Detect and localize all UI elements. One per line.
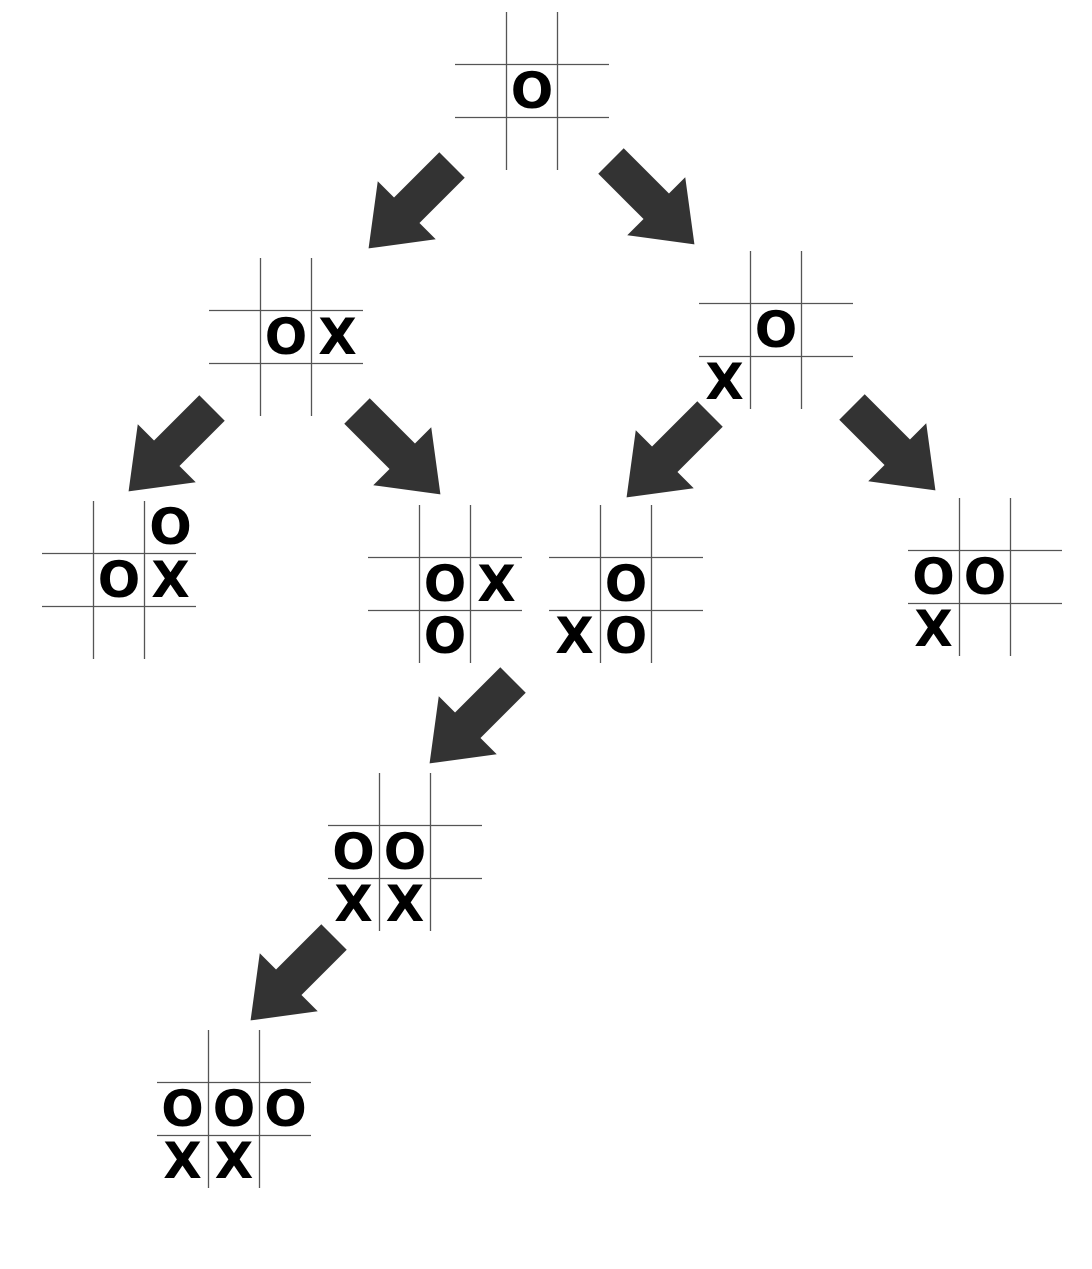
arrow-down-left-icon bbox=[250, 924, 347, 1021]
o-mark: O bbox=[383, 822, 427, 881]
arrow-shape bbox=[598, 148, 695, 245]
o-mark: O bbox=[604, 607, 648, 665]
arrow-shape bbox=[429, 667, 526, 764]
board-grid-lines bbox=[699, 251, 853, 409]
o-mark: O bbox=[212, 1079, 256, 1138]
o-mark: O bbox=[510, 61, 554, 120]
arrow-shape bbox=[128, 395, 225, 492]
board-grid-lines bbox=[157, 1030, 311, 1188]
x-mark: X bbox=[555, 607, 594, 665]
board-root: O bbox=[455, 12, 609, 170]
arrow-down-left-icon bbox=[429, 667, 526, 764]
o-mark: O bbox=[97, 550, 141, 609]
o-mark: O bbox=[912, 547, 955, 606]
arrow-down-right-icon bbox=[344, 398, 441, 495]
board-grid-lines bbox=[368, 505, 522, 663]
o-mark: O bbox=[332, 822, 375, 881]
arrow-shape bbox=[626, 401, 723, 498]
x-mark: X bbox=[914, 600, 953, 658]
o-mark: O bbox=[604, 554, 648, 613]
o-mark: O bbox=[264, 307, 308, 366]
arrow-down-right-icon bbox=[598, 148, 695, 245]
arrow-shape bbox=[839, 394, 936, 491]
x-mark: X bbox=[705, 353, 744, 411]
board-grid-lines bbox=[328, 773, 482, 931]
x-mark: X bbox=[477, 554, 516, 613]
board-grid-lines bbox=[549, 505, 703, 663]
o-mark: O bbox=[963, 547, 1007, 606]
o-mark: O bbox=[161, 1079, 204, 1138]
x-mark: X bbox=[151, 550, 190, 609]
arrow-down-left-icon bbox=[368, 152, 465, 249]
arrow-shape bbox=[344, 398, 441, 495]
board-grid-lines bbox=[455, 12, 609, 170]
board-grid-lines bbox=[908, 498, 1062, 656]
board-grid-lines bbox=[209, 258, 363, 416]
o-mark: O bbox=[754, 300, 798, 359]
arrow-shape bbox=[250, 924, 347, 1021]
o-mark: O bbox=[264, 1079, 307, 1138]
x-mark: X bbox=[318, 307, 357, 366]
arrow-down-left-icon bbox=[128, 395, 225, 492]
x-mark: X bbox=[334, 875, 373, 933]
board-grid-lines bbox=[42, 501, 196, 659]
x-mark: X bbox=[385, 875, 425, 933]
x-mark: X bbox=[163, 1132, 202, 1190]
x-mark: X bbox=[214, 1132, 254, 1190]
o-mark: O bbox=[423, 607, 467, 665]
arrow-down-right-icon bbox=[839, 394, 936, 491]
o-mark: O bbox=[423, 554, 467, 613]
arrow-down-left-icon bbox=[626, 401, 723, 498]
o-mark: O bbox=[149, 498, 192, 556]
arrow-shape bbox=[368, 152, 465, 249]
